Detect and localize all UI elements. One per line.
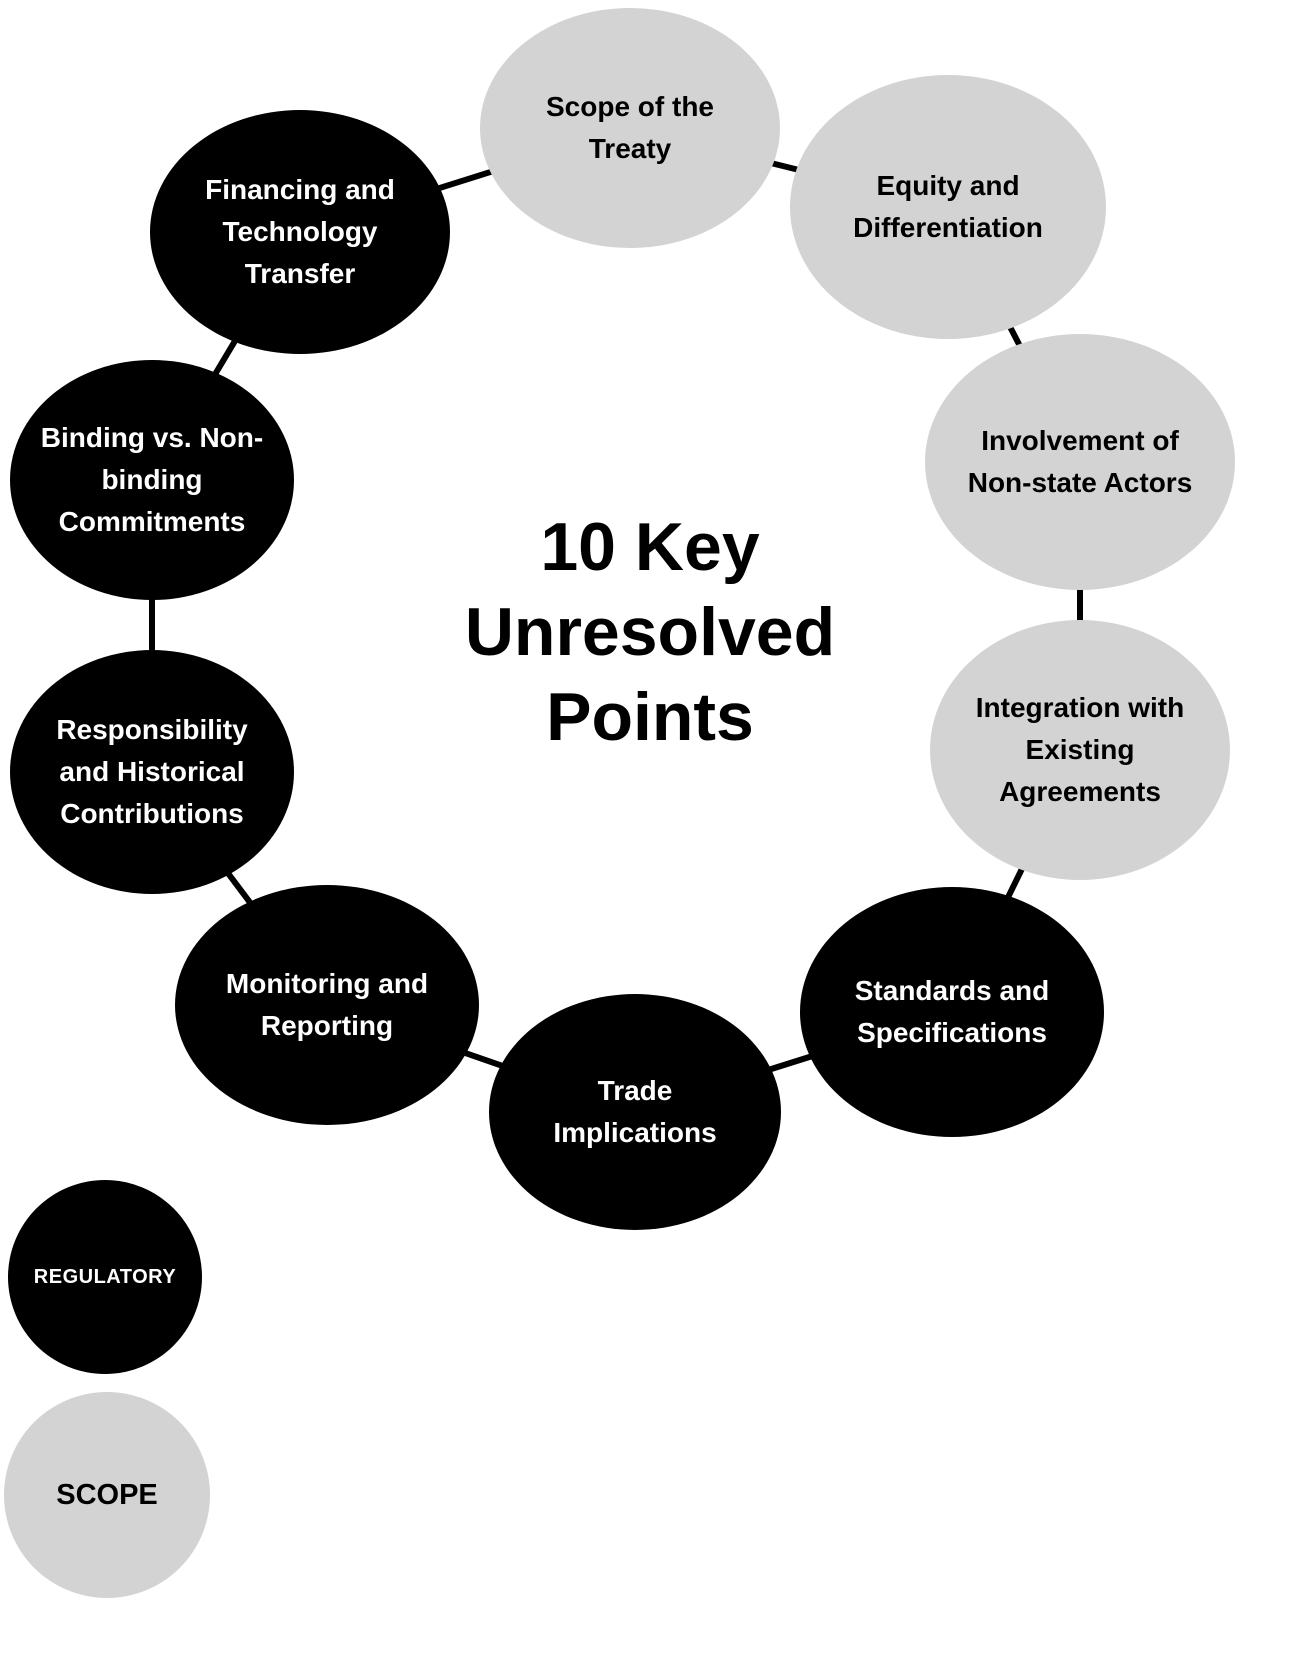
diagram-title: 10 Key Unresolved Points <box>464 509 836 755</box>
node-label: Responsibility and Historical Contributi… <box>56 714 248 829</box>
node-label: Financing and Technology Transfer <box>205 174 395 289</box>
legend-scope-label: SCOPE <box>56 1478 158 1511</box>
node-equity-and-differentiation: Equity and Differentiation <box>790 75 1106 339</box>
node-label: Standards and Specifications <box>854 975 1050 1048</box>
legend-regulatory-label: REGULATORY <box>33 1265 177 1288</box>
node-monitoring-and-reporting: Monitoring and Reporting <box>175 885 479 1125</box>
node-financing-and-technology-transfer: Financing and Technology Transfer <box>150 110 450 354</box>
legend-regulatory: REGULATORY <box>8 1180 202 1374</box>
node-binding-vs-non-binding-commitments: Binding vs. Non-binding Commitments <box>10 360 294 600</box>
node-scope-of-the-treaty: Scope of the Treaty <box>480 8 780 248</box>
legend-scope: SCOPE <box>4 1392 210 1598</box>
node-involvement-of-non-state-actors: Involvement of Non-state Actors <box>925 334 1235 590</box>
node-label: Binding vs. Non-binding Commitments <box>40 422 264 537</box>
node-trade-implications: Trade Implications <box>489 994 781 1230</box>
node-label: Equity and Differentiation <box>853 170 1043 243</box>
node-standards-and-specifications: Standards and Specifications <box>800 887 1104 1137</box>
node-label: Monitoring and Reporting <box>225 968 429 1041</box>
node-label: Involvement of Non-state Actors <box>967 425 1193 498</box>
node-responsibility-and-historical-contributions: Responsibility and Historical Contributi… <box>10 650 294 894</box>
node-label: Integration with Existing Agreements <box>975 692 1185 807</box>
node-integration-with-existing-agreements: Integration with Existing Agreements <box>930 620 1230 880</box>
node-label: Scope of the Treaty <box>545 91 714 164</box>
node-label: Trade Implications <box>553 1075 717 1148</box>
